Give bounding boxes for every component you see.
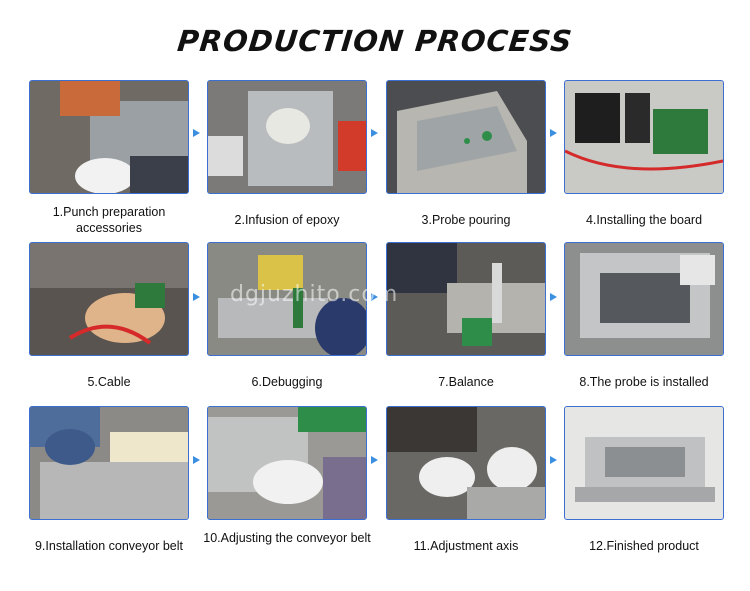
step-9-caption: 9.Installation conveyor belt (34, 539, 183, 553)
step-9-photo (29, 406, 189, 520)
arrow-right-icon (371, 456, 378, 464)
arrow-right-icon (550, 129, 557, 137)
step-2-caption: 2.Infusion of epoxy (234, 213, 340, 227)
arrow-right-icon (550, 293, 557, 301)
arrow-right-icon (371, 129, 378, 137)
step-8-photo (564, 242, 724, 356)
step-7-photo (386, 242, 546, 356)
step-4-caption: 4.Installing the board (585, 213, 703, 227)
step-10-photo (207, 406, 367, 520)
step-12-photo (564, 406, 724, 520)
arrow-right-icon (193, 456, 200, 464)
step-11-photo (386, 406, 546, 520)
step-3-photo (386, 80, 546, 194)
step-1-caption: 1.Punch preparation accessories (52, 205, 166, 235)
step-2-photo (207, 80, 367, 194)
arrow-right-icon (193, 129, 200, 137)
step-10-caption: 10.Adjusting the conveyor belt (203, 531, 371, 545)
step-3-caption: 3.Probe pouring (421, 213, 511, 227)
arrow-right-icon (371, 293, 378, 301)
step-4-photo (564, 80, 724, 194)
step-7-caption: 7.Balance (438, 375, 494, 389)
step-5-caption: 5.Cable (87, 375, 131, 389)
arrow-right-icon (193, 293, 200, 301)
step-5-photo (29, 242, 189, 356)
step-6-caption: 6.Debugging (251, 375, 323, 389)
step-8-caption: 8.The probe is installed (579, 375, 709, 389)
step-12-caption: 12.Finished product (589, 539, 699, 553)
step-1-photo (29, 80, 189, 194)
arrow-right-icon (550, 456, 557, 464)
watermark-text: dgjuzhito.com (230, 282, 399, 307)
step-6-photo (207, 242, 367, 356)
step-11-caption: 11.Adjustment axis (413, 539, 519, 553)
